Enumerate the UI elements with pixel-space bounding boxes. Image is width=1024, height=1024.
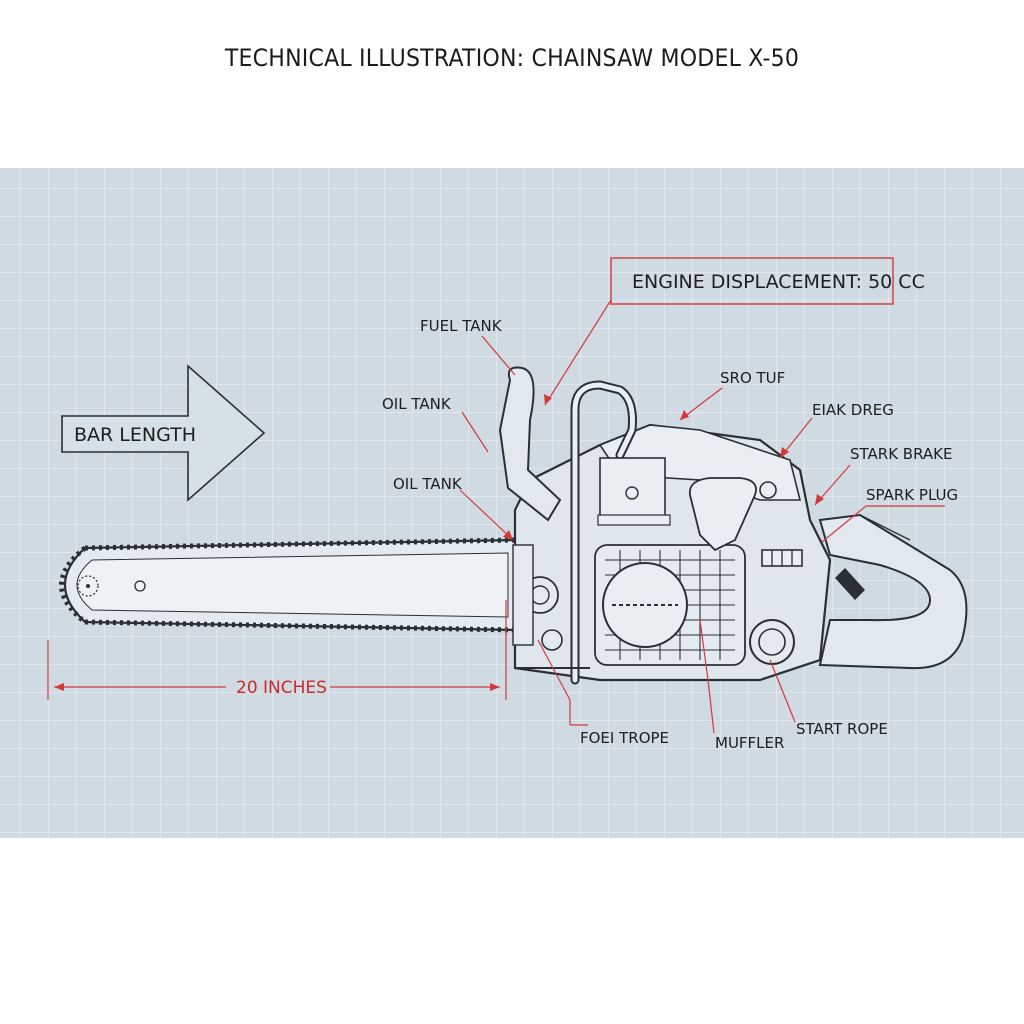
oil-tank-lower-label: OIL TANK (393, 475, 463, 493)
dimension-label: 20 INCHES (236, 678, 327, 698)
bar-length-label: BAR LENGTH (74, 424, 196, 446)
engine-displacement-label: ENGINE DISPLACEMENT: 50 CC (632, 271, 925, 293)
start-rope-label: START ROPE (796, 720, 888, 738)
chainsaw-body (498, 366, 968, 685)
oil-tank-upper-label: OIL TANK (382, 395, 452, 413)
sro-tuf-label: SRO TUF (720, 369, 785, 387)
stark-brake-label: STARK BRAKE (850, 445, 953, 463)
foei-trope-label: FOEI TROPE (580, 729, 669, 747)
dimension-line (47, 600, 507, 700)
bar-length-arrow (61, 364, 266, 502)
fuel-tank-label: FUEL TANK (420, 317, 503, 335)
muffler-label: MUFFLER (715, 734, 784, 752)
blueprint-panel (0, 168, 1024, 838)
spark-plug-label: SPARK PLUG (866, 486, 958, 504)
page-title: TECHNICAL ILLUSTRATION: CHAINSAW MODEL X… (224, 44, 800, 72)
guide-bar (59, 537, 517, 633)
eiak-dreg-label: EIAK DREG (812, 401, 894, 419)
callout-leaders (459, 257, 945, 734)
